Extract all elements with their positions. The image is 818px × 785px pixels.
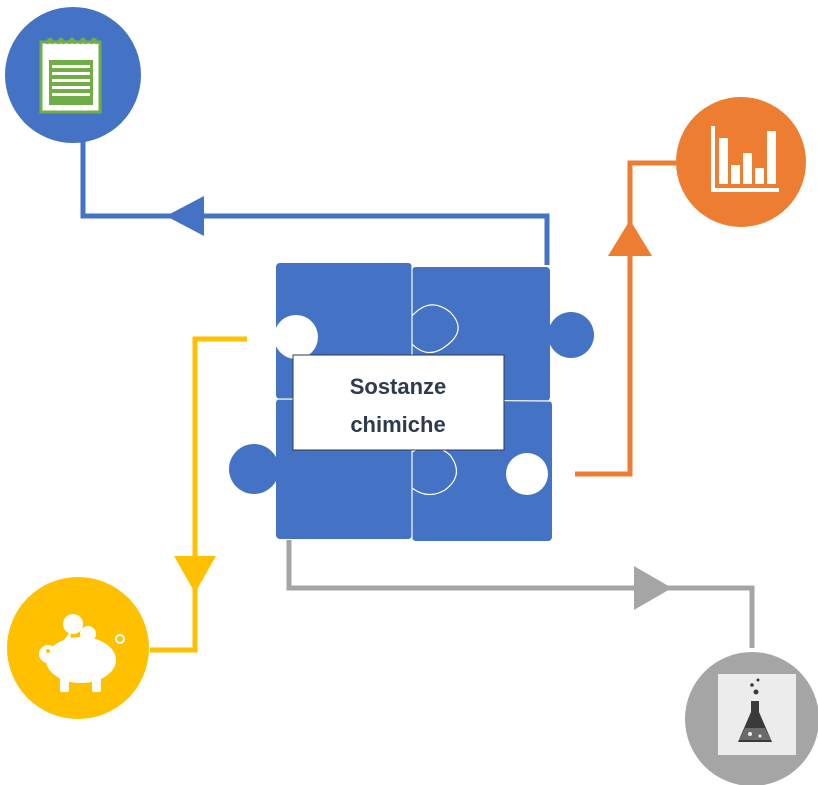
notepad-icon	[39, 37, 102, 114]
yellow-connector	[150, 336, 247, 653]
orange-connector	[575, 160, 683, 477]
gray-arrowhead	[634, 566, 672, 610]
chart-node	[676, 97, 806, 227]
blue-arrowhead	[166, 196, 204, 236]
flask-icon	[738, 678, 772, 742]
blue-connector	[80, 140, 550, 265]
gray-connector	[286, 540, 755, 648]
puzzle: Sostanze chimiche	[229, 263, 594, 541]
orange-arrowhead	[608, 220, 652, 256]
yellow-arrowhead	[174, 556, 216, 593]
center-label-box	[292, 354, 505, 451]
lab-node	[685, 652, 818, 785]
bar-chart-icon	[711, 126, 779, 192]
notepad-node	[5, 7, 141, 143]
center-label-line2: chimiche	[350, 412, 445, 437]
savings-node	[7, 577, 149, 719]
center-label-line1: Sostanze	[350, 374, 447, 399]
piggy-bank-icon	[39, 614, 125, 692]
